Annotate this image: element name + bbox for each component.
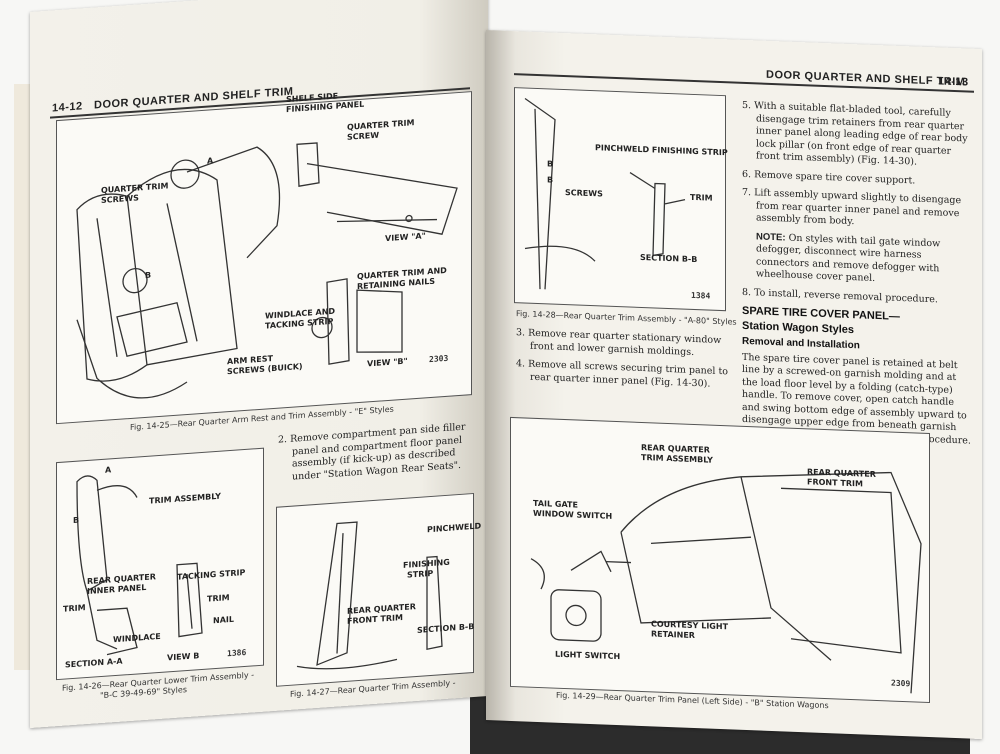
figure-14-29: REAR QUARTER TRIM ASSEMBLY REAR QUARTER … xyxy=(510,416,930,704)
figure-14-27-illustration xyxy=(296,521,443,670)
label-section-bb-fig28: SECTION B-B xyxy=(640,252,698,265)
right-steps-left-column: 3. Remove rear quarter stationary window… xyxy=(516,327,730,397)
book-page-edges xyxy=(14,84,32,670)
figure-14-29-illustration xyxy=(530,471,922,694)
fig25-number: 2303 xyxy=(429,353,449,365)
step-3-text: 3. Remove rear quarter stationary window… xyxy=(516,327,722,358)
label-trim-fig28: TRIM xyxy=(690,192,713,203)
step-4-text: 4. Remove all screws securing trim panel… xyxy=(516,358,728,390)
label-trim-right: TRIM xyxy=(207,593,230,604)
label-callout-b-fig26: B xyxy=(73,515,80,525)
figure-14-28: PINCHWELD FINISHING STRIP SCREWS TRIM SE… xyxy=(514,87,728,312)
figure-14-27: PINCHWELD FINISHING STRIP REAR QUARTER F… xyxy=(276,492,481,687)
step-2-text: 2. Remove compartment pan side filler pa… xyxy=(278,421,466,483)
step-6-text: 6. Remove spare tire cover support. xyxy=(742,168,916,186)
label-strip: STRIP xyxy=(407,568,434,580)
left-page-number: 14-12 xyxy=(52,100,83,115)
step-8-text: 8. To install, reverse removal procedure… xyxy=(742,286,938,305)
label-front-trim-fig29: FRONT TRIM xyxy=(807,477,863,489)
fig29-number: 2309 xyxy=(891,678,911,689)
note-label: NOTE: xyxy=(756,230,786,244)
label-trim-left: TRIM xyxy=(63,603,86,614)
fig28-caption: Fig. 14-28—Rear Quarter Trim Assembly - … xyxy=(516,309,737,327)
note-paragraph: NOTE: On styles with tail gate window de… xyxy=(742,230,974,289)
label-callout-a: A xyxy=(207,156,214,166)
label-retainer: RETAINER xyxy=(651,629,695,641)
fig28-number: 1384 xyxy=(691,290,711,301)
right-page-number: 14-13 xyxy=(938,75,969,89)
step-5-text: 5. With a suitable flat-bladed tool, car… xyxy=(742,99,968,168)
left-page: 14-12 DOOR QUARTER AND SHELF TRIM xyxy=(30,0,488,729)
label-nail: NAIL xyxy=(213,614,234,626)
label-callout-a-fig26: A xyxy=(105,465,112,475)
figure-14-25: SHELF SIDE FINISHING PANEL QUARTER TRIM … xyxy=(56,91,472,425)
right-steps-right-column: 5. With a suitable flat-bladed tool, car… xyxy=(742,100,974,454)
label-callout-b2: B xyxy=(547,175,554,185)
figure-14-26: TRIM ASSEMBLY A B REAR QUARTER INNER PAN… xyxy=(56,447,264,681)
fig26-number: 1386 xyxy=(227,647,247,659)
right-page: DOOR QUARTER AND SHELF TRIM 14-13 PINCHW… xyxy=(486,30,982,740)
figure-14-28-illustration xyxy=(524,97,686,290)
label-screws-fig28: SCREWS xyxy=(565,188,603,199)
label-callout-b1: B xyxy=(547,159,554,169)
left-step-2: 2. Remove compartment pan side filler pa… xyxy=(278,421,474,491)
figure-14-26-illustration xyxy=(76,475,203,656)
figure-14-25-illustration xyxy=(76,142,458,399)
step-7-text: 7. Lift assembly upward slightly to dise… xyxy=(742,186,962,228)
label-callout-b: B xyxy=(145,270,152,280)
